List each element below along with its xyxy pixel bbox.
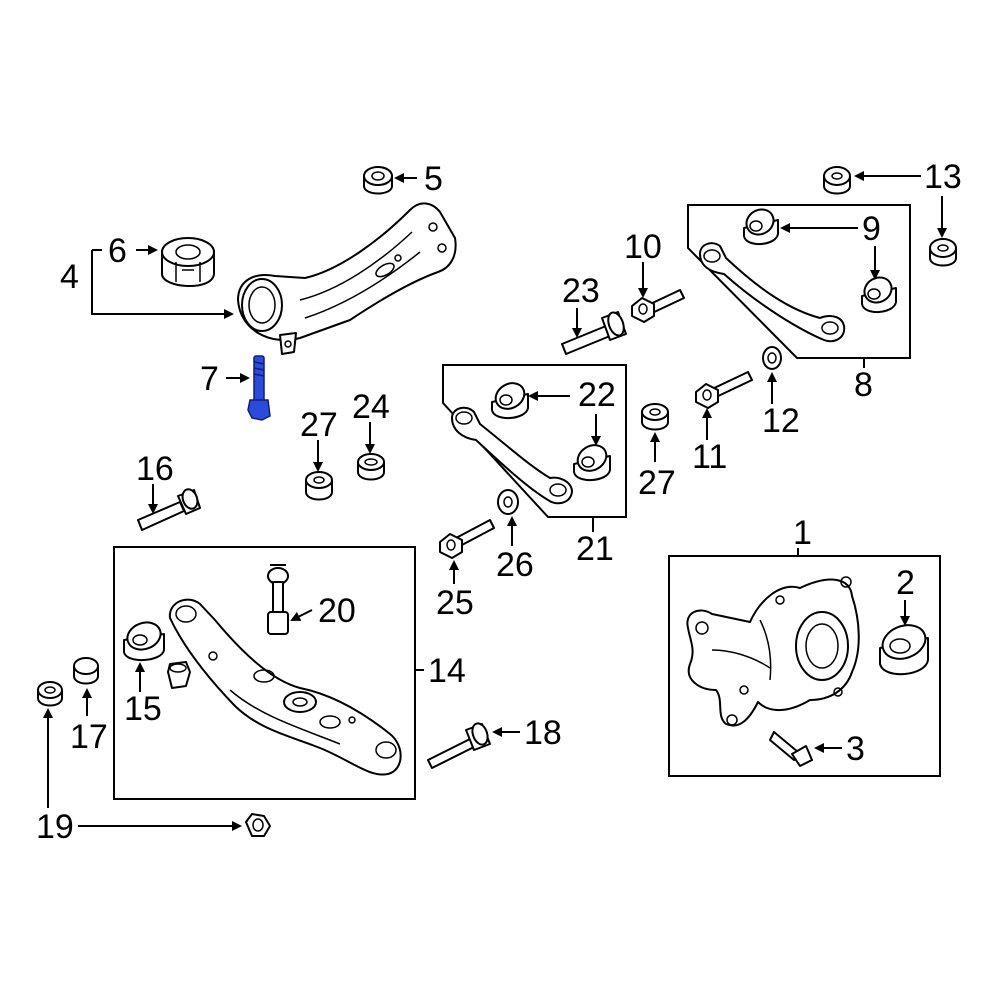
bolt-part-10[interactable]	[631, 289, 685, 323]
callout-11: 11	[692, 438, 727, 476]
callout-12: 12	[762, 402, 800, 440]
washer-part-12[interactable]	[762, 346, 782, 370]
callout-26: 26	[496, 546, 534, 584]
callout-1: 1	[793, 514, 812, 552]
nut-part-27-left[interactable]	[305, 471, 333, 501]
nut-part-13-top[interactable]	[823, 166, 851, 195]
callout-6: 6	[108, 232, 127, 270]
callout-24: 24	[352, 388, 390, 426]
washer-part-17[interactable]	[73, 657, 99, 685]
bushing-part-9-bottom[interactable]	[860, 273, 897, 313]
nut-part-19-left[interactable]	[37, 681, 63, 707]
washer-part-26[interactable]	[497, 489, 519, 515]
bushing-part-22-top[interactable]	[491, 378, 529, 419]
bushing-part-22-bottom[interactable]	[573, 440, 611, 481]
bushing-part-15[interactable]	[123, 618, 165, 661]
callout-18: 18	[524, 714, 562, 752]
bolt-part-7-highlighted[interactable]	[247, 355, 271, 421]
callout-19: 19	[36, 808, 74, 846]
bumper-part-15-small[interactable]	[167, 661, 191, 689]
group-box-21	[442, 364, 627, 518]
stabilizer-link-part-20[interactable]	[267, 564, 289, 635]
bolt-part-23[interactable]	[561, 310, 627, 355]
callout-3: 3	[846, 730, 865, 768]
knuckle-part-1[interactable]	[686, 576, 860, 727]
callout-16: 16	[136, 450, 174, 488]
nut-part-27-right[interactable]	[641, 403, 669, 431]
bolt-part-11[interactable]	[695, 371, 753, 409]
callout-27-left: 27	[300, 406, 338, 444]
callout-15: 15	[124, 690, 162, 728]
callout-10: 10	[624, 228, 662, 266]
bolt-part-18[interactable]	[427, 721, 491, 769]
trailing-arm-part-4[interactable]	[237, 202, 457, 355]
nut-part-13-bottom[interactable]	[929, 238, 957, 267]
callout-27-right: 27	[638, 464, 676, 502]
bushing-part-9-top[interactable]	[742, 205, 779, 245]
bolt-part-3[interactable]	[769, 731, 813, 767]
group-box-14	[113, 546, 416, 800]
callout-2: 2	[896, 564, 915, 602]
bushing-part-2[interactable]	[878, 619, 930, 676]
nut-part-5[interactable]	[363, 166, 393, 195]
washer-part-24[interactable]	[357, 453, 385, 481]
callout-23: 23	[562, 272, 600, 310]
callout-22: 22	[578, 376, 616, 414]
callout-21: 21	[576, 530, 614, 568]
callout-20: 20	[318, 592, 356, 630]
callout-5: 5	[424, 160, 443, 198]
callout-8: 8	[854, 366, 873, 404]
upper-arm-part-21[interactable]	[451, 406, 573, 505]
lower-control-arm-part-14[interactable]	[168, 598, 402, 776]
bushing-part-6[interactable]	[161, 237, 215, 287]
callout-4: 4	[60, 258, 79, 296]
callout-25: 25	[436, 584, 474, 622]
callout-labels: 1 2 3 4 5 6 7 8 9 10 11 12 13 14 15 16 1…	[36, 158, 962, 846]
callout-7: 7	[200, 360, 219, 398]
group-box-8	[687, 204, 911, 359]
lateral-arm-part-8[interactable]	[699, 242, 846, 343]
callout-13: 13	[924, 158, 962, 196]
leader-lines	[43, 171, 947, 831]
group-box-1	[668, 555, 941, 777]
callout-9: 9	[862, 210, 881, 248]
callout-14: 14	[428, 652, 466, 690]
bolt-part-25[interactable]	[439, 519, 495, 559]
callout-17: 17	[70, 718, 108, 756]
nut-part-19-bottom[interactable]	[245, 813, 271, 837]
bolt-part-16[interactable]	[137, 487, 201, 531]
